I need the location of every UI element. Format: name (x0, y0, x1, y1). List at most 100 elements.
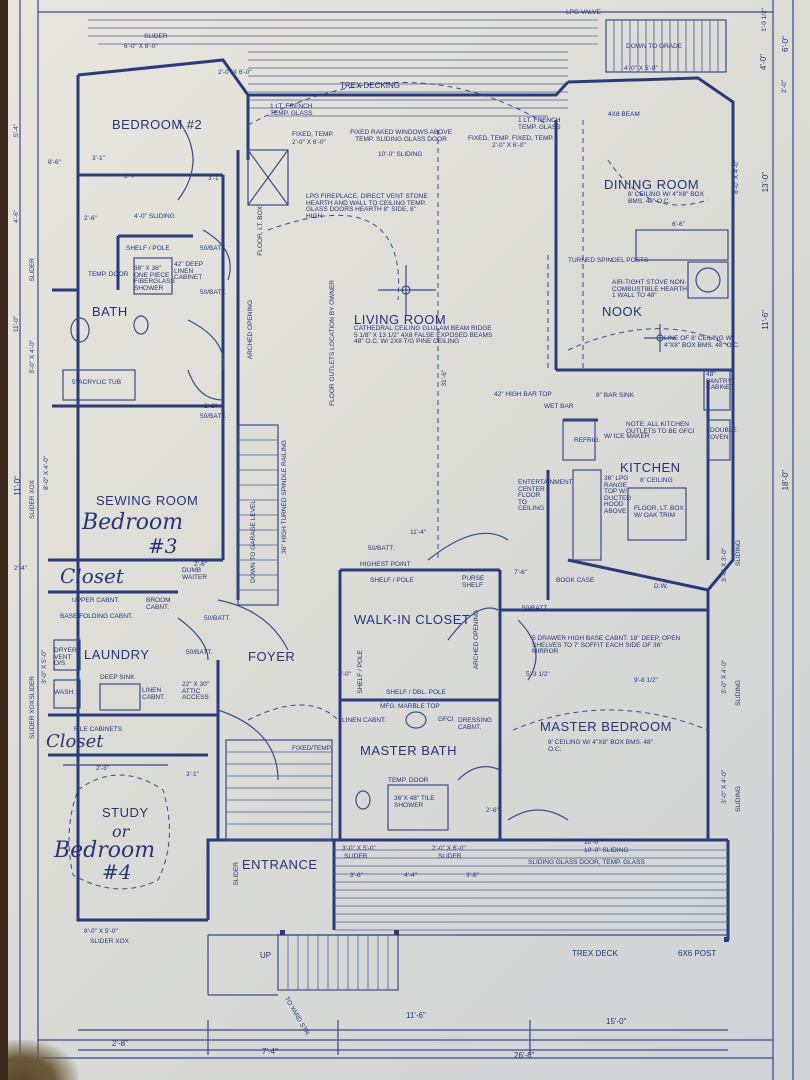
note-pantry: 48" PANTRY CABINET (706, 371, 735, 391)
note-base-folding: BASE FOLDING CABNT. (60, 613, 133, 620)
dim-15: 3'-0" X 4'-0" (721, 770, 728, 804)
handwritten-number-4: #4 (102, 860, 132, 884)
dim-26: 3'-0" X 5'-0" (342, 845, 376, 852)
note-file-cabinets: FILE CABINETS (74, 726, 123, 733)
note-acrylic-tub: 5' ACRYLIC TUB (72, 379, 122, 386)
room-label-foyer: FOYER (248, 649, 296, 664)
dim-43: 1'-0 1/2" (761, 8, 768, 32)
note-batt-7: 50/BATT. (204, 615, 231, 622)
note-deep-sink: DEEP SINK (100, 674, 135, 681)
dim-8: 2'-6" (84, 215, 97, 222)
note-slider-xox-laundry: SLIDER XOX (29, 700, 36, 740)
room-label-walkin-closet: WALK-IN CLOSET (354, 612, 471, 627)
note-sliding-right-3: SLIDING (735, 786, 742, 813)
dim-36: 4'-0" (759, 54, 768, 70)
bottom-deck-hatch (208, 849, 728, 936)
note-broom-cabnt: BROOM CABNT. (146, 597, 171, 611)
note-sliding-4-0: 4'-0" SLIDING (134, 213, 175, 220)
handwritten-bedroom-3: Bedroom (82, 510, 184, 535)
room-label-bath: BATH (92, 304, 128, 319)
note-linen-1: 42" DEEP LINEN CABINET (174, 261, 203, 281)
dim-51: 4'-0" (338, 671, 351, 678)
note-fixed-temp-3: FIXED, TEMP. (512, 135, 554, 142)
note-slider-xox-bottom: SLIDER XOX (90, 938, 130, 945)
room-label-nook: NOOK (602, 304, 643, 319)
note-shelf-pole-vertical: SHELF / POLE (357, 650, 364, 694)
room-label-laundry: LAUNDRY (84, 647, 150, 662)
stair-to-garage (237, 424, 279, 606)
room-label-study: STUDY (102, 805, 149, 820)
note-batt-3: 50/BATT. (200, 413, 227, 420)
dim-3: 2'-0" X 6'-0" (292, 139, 326, 146)
note-turned-railing: 36" HIGH TURNED SPINDLE RAILING (281, 440, 288, 554)
dim-22: 2'-6" (486, 807, 499, 814)
dim-34: 2'-8" (112, 1039, 128, 1048)
dim-27: 2'-0" X 6'-0" (432, 845, 466, 852)
entrance-stair (225, 739, 333, 841)
dim-9: 2'-6" (204, 403, 217, 410)
note-tile-shower: 36"X 48" TILE SHOWER (394, 795, 435, 809)
room-label-living: LIVING ROOM (354, 312, 447, 327)
sheet-border-lines (19, 0, 794, 1080)
note-ice-maker: W/ ICE MAKER (604, 433, 650, 440)
dim-49: 2'-6" (194, 561, 207, 568)
dim-10: 6'-6" (672, 221, 685, 228)
note-down-garage: DOWN TO GARAGE LEVEL (250, 500, 257, 583)
room-label-dining: DINING ROOM (604, 177, 700, 192)
dim-38: 11'-0" (13, 476, 22, 496)
note-slider-mb-2: SLIDER (438, 853, 462, 860)
note-mb-ceiling: 8' CEILING W/ 4"X8" BOX BMS. 48" O.C. (548, 739, 653, 753)
dim-23: 3'-6" (350, 872, 363, 879)
handwritten-number-3: #3 (148, 534, 178, 558)
note-dressing-cabnt: DRESSING CABNT. (458, 717, 492, 731)
blueprint-sheet: BEDROOM #2 DINING ROOM LIVING ROOM NOOK … (8, 0, 810, 1080)
note-slider-entrance: SLIDER (233, 862, 240, 886)
dim-39: 18'-0" (781, 470, 790, 491)
room-label-bedroom-2: BEDROOM #2 (112, 117, 203, 132)
note-floor-lt-box: FLOOR, LT. BOX (257, 206, 264, 256)
note-slider-mb-1: SLIDER (344, 853, 368, 860)
room-label-master-bath: MASTER BATH (360, 743, 457, 758)
handwritten-bedroom-4: Bedroom (54, 838, 156, 863)
note-trex-decking: TREX DECKING (340, 81, 401, 90)
dim-17: 3'-0" X 5'-0" (41, 650, 48, 684)
note-airtight-stove: AIR-TIGHT STOVE NON-COMBUSTIBLE HEARTH 1… (612, 279, 688, 299)
note-french-right: 1 LT. FRENCH TEMP. GLASS (518, 117, 561, 131)
note-shelf-pole-1: SHELF / POLE (126, 245, 170, 252)
note-sliding-10: 10'-0" SLIDING (378, 151, 423, 158)
note-temp-door-1: TEMP. DOOR (88, 271, 129, 278)
note-french-left: 1 LT. FRENCH TEMP. GLASS (270, 103, 313, 117)
floor-plan-drawing (19, 0, 794, 1080)
note-floor-outlets: FLOOR OUTLETS LOCATION BY OWNER (329, 280, 336, 406)
dim-24: 4'-4" (404, 872, 417, 879)
note-fixed-temp-4: FIXED/TEMP. (292, 745, 332, 752)
note-linen-mb: LINEN CABNT. (342, 717, 387, 724)
dim-slider-top: 6'-0" X 8'-0" (124, 43, 158, 50)
note-kitchen-outlets: NOTE: ALL KITCHEN OUTLETS TO BE GFCI (626, 421, 695, 435)
handwritten-closet-2: Closet (46, 731, 104, 752)
note-4x8-beam: 4X8 BEAM (608, 111, 640, 118)
note-batt-1: 50/BATT. (200, 245, 227, 252)
dim-50: 7'-6" (514, 569, 527, 576)
note-sliding-10b: 10'-0" SLIDING (584, 847, 629, 854)
note-sliding-right-1: SLIDING (735, 540, 742, 567)
note-shower-one-piece: 36" X 36" ONE PIECE FIBERGLASS SHOWER (134, 265, 175, 292)
stair-down-to-grade (605, 19, 727, 73)
bath-fixtures (53, 257, 449, 831)
note-living-ceiling: CATHEDRAL CEILING GLULAM BEAM RIDGE 5 1/… (354, 325, 493, 345)
dimension-lines (78, 1020, 728, 1055)
note-floor-box: FLOOR, LT. BOX W/ OAK TRIM (634, 505, 684, 519)
study-furniture (63, 764, 170, 890)
dim-47: 2'-4" (14, 565, 27, 572)
note-gfci: GFCI (438, 716, 454, 723)
note-slider-laundry: SLIDER (29, 676, 36, 700)
note-attic-access: 22" X 30" ATTIC ACCESS (182, 681, 210, 701)
note-kitchen-ceiling: 8' CEILING (640, 477, 673, 484)
note-refrig: REFRIG. (574, 437, 601, 444)
note-fixed-temp-2: FIXED, TEMP. (468, 135, 510, 142)
note-trex-deck: TREX DECK (572, 949, 618, 958)
dim-44: 5'-4" (13, 124, 20, 137)
ceiling-fan-icon (378, 265, 436, 315)
dim-35: 26'-6" (514, 1051, 535, 1060)
dim-52: 10'-0" (584, 839, 601, 846)
